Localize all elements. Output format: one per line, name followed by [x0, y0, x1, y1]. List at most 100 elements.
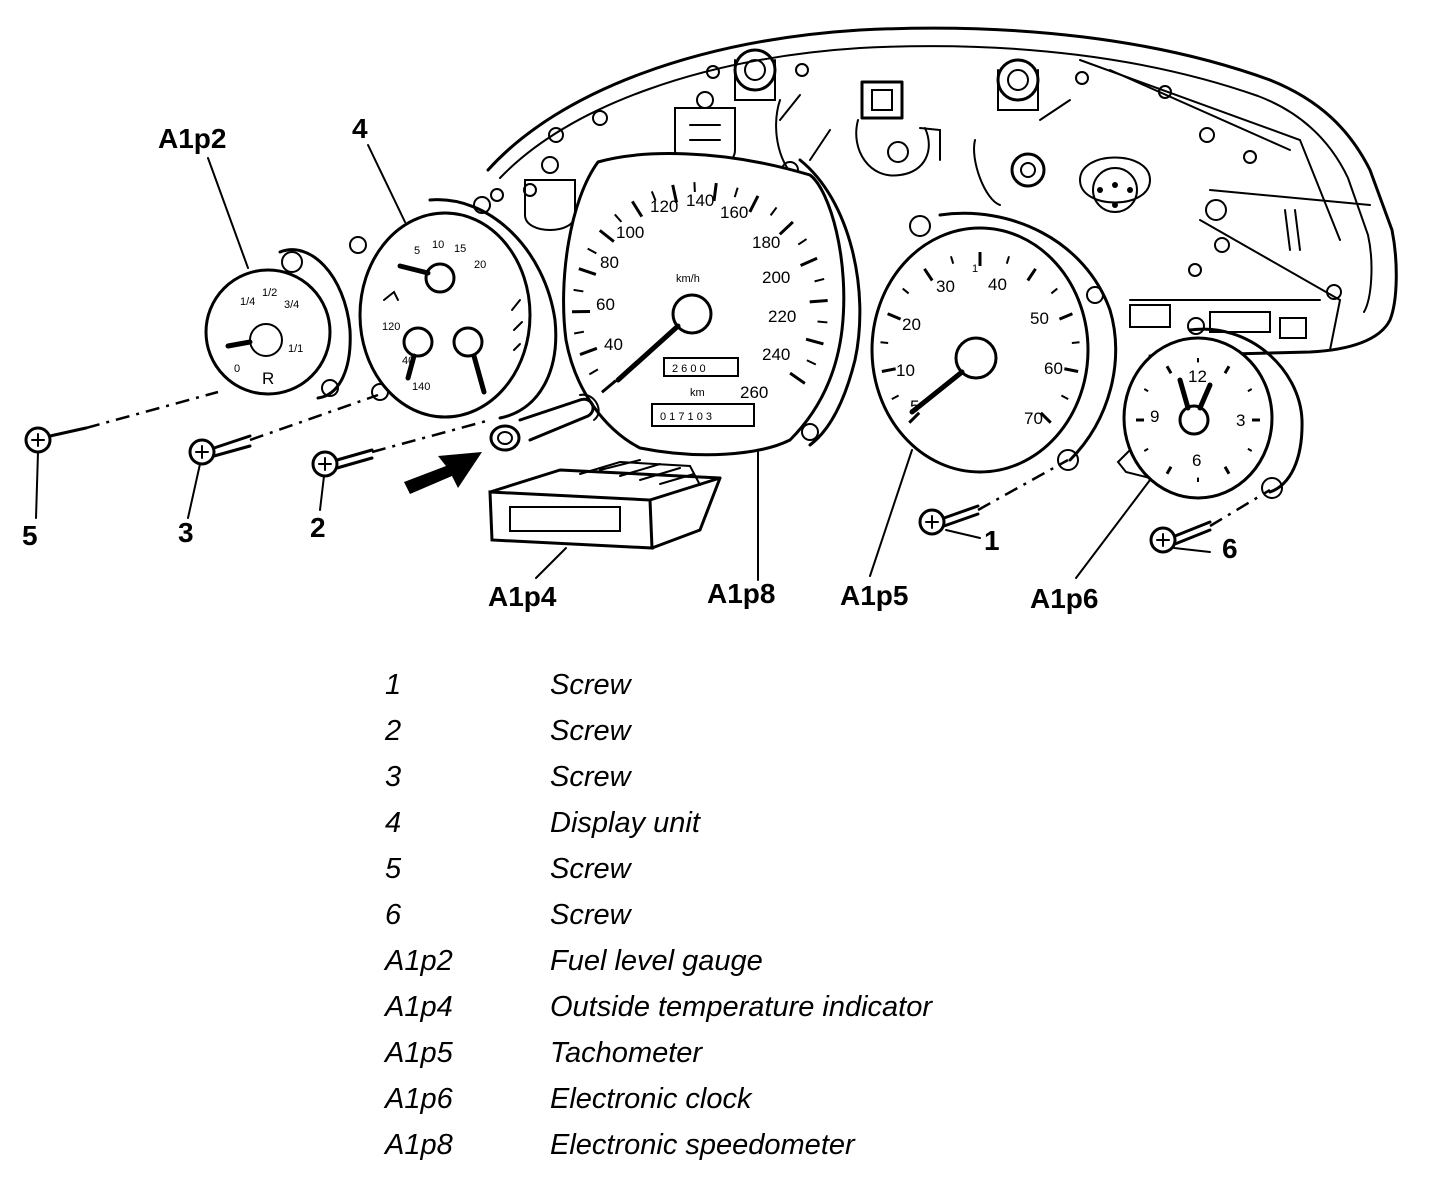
legend-description: Fuel level gauge — [550, 945, 763, 977]
legend-code: 1 — [385, 669, 402, 701]
callout-2: 2 — [310, 512, 326, 543]
speedometer-tick — [733, 187, 739, 198]
legend-row: A1p2 Fuel level gauge — [385, 938, 1145, 984]
speedometer-tick — [712, 182, 718, 202]
alignment-line-6 — [1209, 488, 1271, 528]
speed-label-80: 80 — [600, 253, 619, 272]
legend-description: Screw — [550, 899, 631, 931]
display-scale-5: 5 — [414, 245, 420, 257]
direction-arrow-icon — [404, 452, 482, 494]
screw-3 — [188, 434, 252, 466]
display-scale-40: 40 — [402, 355, 414, 367]
speedometer-tick — [805, 337, 824, 346]
fuel-mark-quarter: 1/4 — [240, 296, 255, 308]
screw-2 — [311, 448, 374, 478]
clock-tick — [1165, 466, 1173, 475]
speed-label-120: 120 — [650, 197, 678, 216]
alignment-line-3 — [249, 393, 379, 442]
tach-label-30: 30 — [936, 277, 955, 296]
tachometer-tick — [1005, 256, 1010, 264]
speed-label-260: 260 — [740, 383, 768, 402]
tach-label-1: 1 — [972, 263, 978, 275]
speedometer-tick — [789, 371, 806, 385]
tach-label-20: 20 — [902, 315, 921, 334]
clock-tick — [1247, 447, 1253, 452]
legend-code: A1p2 — [385, 945, 453, 977]
speed-unit-label: km/h — [676, 273, 700, 285]
speedometer-tick — [650, 191, 657, 201]
clock-tick — [1143, 388, 1149, 393]
speed-label-200: 200 — [762, 268, 790, 287]
tachometer-ticks — [880, 252, 1080, 424]
callout-5: 5 — [22, 520, 38, 551]
alignment-line-5 — [85, 390, 219, 430]
speedometer-tick — [671, 184, 679, 203]
tach-label-40: 40 — [988, 275, 1007, 294]
tachometer-tick — [881, 367, 896, 373]
speedometer-tick — [578, 267, 597, 276]
speed-label-100: 100 — [616, 223, 644, 242]
clock-numeral-6: 6 — [1192, 451, 1201, 470]
tach-label-70: 70 — [1024, 409, 1043, 428]
trip-display: 2 6 0 0 — [672, 363, 706, 375]
electronic-clock: 12 3 6 9 — [1116, 317, 1304, 500]
tachometer-tick — [1039, 411, 1052, 424]
cluster-housing — [486, 26, 1398, 358]
tachometer-tick — [950, 256, 955, 264]
fuel-mark-empty: 0 — [234, 363, 240, 375]
callout-a1p5: A1p5 — [840, 580, 908, 611]
tachometer-tick — [1058, 312, 1073, 321]
legend-description: Screw — [550, 761, 631, 793]
display-scale-15: 15 — [454, 243, 466, 255]
callout-1: 1 — [984, 525, 1000, 556]
fuel-mark-full: 1/1 — [288, 343, 303, 355]
speed-label-40: 40 — [604, 335, 623, 354]
display-scale-140: 140 — [412, 381, 430, 393]
alignment-line-2 — [371, 418, 491, 454]
legend-code: 2 — [385, 715, 402, 747]
callout-4: 4 — [352, 113, 368, 144]
speedometer-ticks — [571, 182, 828, 394]
electronic-speedometer: 40 60 80 100 120 140 160 180 200 220 240… — [489, 152, 862, 457]
screw-5 — [24, 426, 88, 454]
legend-description: Electronic speedometer — [550, 1129, 855, 1161]
display-scale-10: 10 — [432, 239, 444, 251]
clock-tick — [1143, 447, 1149, 452]
legend-description: Tachometer — [550, 1037, 703, 1069]
tachometer: 5 10 20 30 1 40 50 60 70 — [870, 211, 1118, 474]
speedometer-tick — [588, 368, 599, 376]
legend-row: 4 Display unit — [385, 800, 1145, 846]
speedometer-tick — [600, 379, 617, 394]
clock-numeral-12: 12 — [1188, 367, 1207, 386]
speedometer-tick — [797, 238, 808, 246]
speedometer-tick — [573, 330, 585, 335]
tach-label-60: 60 — [1044, 359, 1063, 378]
fuel-mark-half: 1/2 — [262, 287, 277, 299]
tachometer-tick — [1050, 287, 1058, 295]
speedometer-tick — [769, 206, 778, 216]
legend-code: A1p4 — [385, 991, 453, 1023]
callout-6: 6 — [1222, 533, 1238, 564]
legend-description: Display unit — [550, 807, 700, 839]
tachometer-tick — [1071, 341, 1080, 344]
legend-code: A1p8 — [385, 1129, 453, 1161]
speedometer-tick — [748, 195, 760, 213]
speed-label-240: 240 — [762, 345, 790, 364]
clock-numeral-3: 3 — [1236, 411, 1245, 430]
legend-code: 4 — [385, 807, 402, 839]
speed-label-160: 160 — [720, 203, 748, 222]
screw-1 — [918, 504, 980, 536]
speedometer-tick — [614, 213, 623, 223]
callout-a1p4: A1p4 — [488, 581, 557, 612]
speedometer-tick — [814, 277, 825, 283]
speedometer-tick — [806, 359, 817, 366]
clock-numeral-9: 9 — [1150, 407, 1159, 426]
speedometer-tick — [573, 288, 584, 293]
legend-row: 6 Screw — [385, 892, 1145, 938]
tachometer-tick — [887, 312, 902, 321]
legend-code: 6 — [385, 899, 402, 931]
speedometer-tick — [598, 229, 615, 243]
speedometer-tick — [778, 220, 794, 236]
